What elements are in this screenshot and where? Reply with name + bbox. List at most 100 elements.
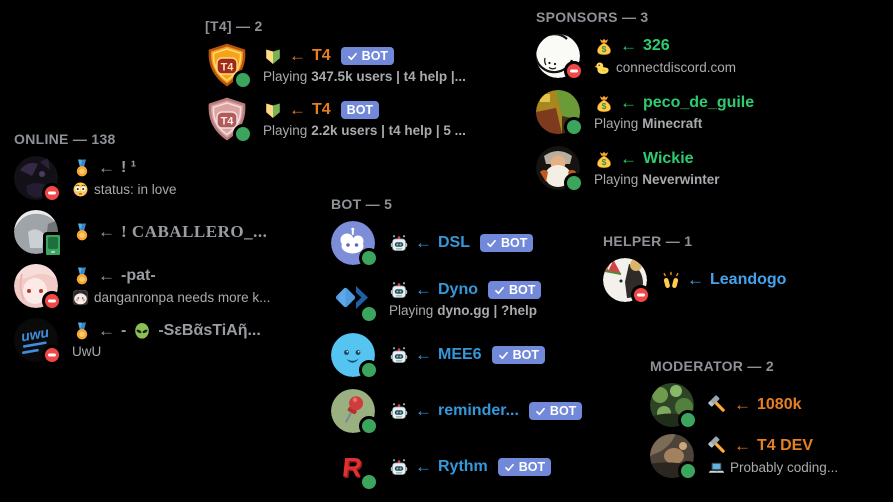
dyno-diamond-avatar	[331, 277, 375, 321]
avatar	[14, 264, 62, 311]
robot-role-icon	[389, 280, 409, 300]
avatar	[536, 34, 584, 81]
money-bag-role-icon: $	[594, 36, 614, 56]
section-helper: HELPER — 1 ← Leandogo	[603, 233, 786, 312]
member-name: T4 DEV	[757, 437, 814, 454]
member-row-326[interactable]: $ ← 326 connectdiscord.com	[536, 34, 754, 81]
member-row-dyno[interactable]: ← Dyno BOT Playing dyno.gg | ?help	[331, 277, 582, 324]
member-row-caballero[interactable]: ← ! CABALLERO_...	[14, 210, 270, 258]
bot-badge: BOT	[491, 346, 545, 364]
member-row-sebastian[interactable]: uwu ← - -SεBᾶsTiAῆ... UwU	[14, 318, 270, 365]
member-name: T4	[312, 101, 331, 118]
arrow: ←	[415, 280, 432, 299]
avatar	[331, 389, 379, 436]
member-status: Playing 347.5k users | t4 help |...	[263, 69, 466, 84]
svg-text:$: $	[602, 157, 607, 167]
member-row-t4-main[interactable]: T4 ← T4 BOT Playing 347.5k users | t4 he…	[205, 43, 466, 90]
mobile-online-indicator	[43, 232, 63, 258]
online-status-indicator	[359, 416, 379, 436]
bot-badge: BOT	[528, 402, 583, 420]
member-row-mee6[interactable]: ← MEE6 BOT	[331, 333, 582, 380]
member-name-row: ← ! CABALLERO_...	[72, 222, 267, 242]
avatar	[331, 277, 379, 324]
avatar	[331, 221, 379, 268]
member-row-pat[interactable]: ← -pat- danganronpa needs more k...	[14, 264, 270, 311]
check-icon	[486, 238, 497, 249]
member-info: ← Rythm BOT	[389, 445, 552, 489]
svg-text:T4: T4	[221, 62, 235, 74]
member-info: ← -pat- danganronpa needs more k...	[72, 264, 270, 308]
svg-text:T4: T4	[221, 116, 235, 128]
bot-badge-label: BOT	[501, 236, 528, 250]
avatar	[14, 156, 62, 203]
section-header-t4: [T4] — 2	[205, 18, 263, 34]
member-row-reminder[interactable]: ← reminder... BOT	[331, 389, 583, 436]
member-row-leandogo[interactable]: ← Leandogo	[603, 258, 786, 305]
section-bot: BOT — 5 ← DSL BOT	[331, 196, 583, 501]
avatar	[650, 383, 698, 430]
avatar	[536, 90, 584, 137]
activity-prefix: Playing	[263, 123, 308, 138]
member-info: ← Dyno BOT Playing dyno.gg | ?help	[389, 277, 542, 321]
activity-detail: dyno.gg | ?help	[437, 303, 538, 318]
member-name: Leandogo	[710, 271, 787, 288]
hammer-role-icon	[708, 395, 728, 415]
member-name-row: ← -pat-	[72, 266, 270, 286]
dnd-status-indicator	[631, 285, 651, 305]
activity-prefix: Playing	[594, 172, 639, 187]
member-name: Rythm	[438, 458, 488, 475]
svg-text:$: $	[602, 44, 607, 54]
member-info: ← reminder... BOT	[389, 389, 583, 433]
member-row-peco-de-guile[interactable]: $ ← peco_de_guile Playing Minecraft	[536, 90, 754, 137]
member-info: ← MEE6 BOT	[389, 333, 545, 377]
check-icon	[498, 350, 509, 361]
member-row-t4-dev[interactable]: ← T4 DEV Probably coding...	[650, 434, 838, 481]
bot-badge-label: BOT	[361, 49, 389, 63]
robot-role-icon	[389, 401, 409, 421]
activity-detail: Minecraft	[642, 116, 703, 131]
money-bag-role-icon: $	[594, 93, 614, 113]
member-status: Probably coding...	[708, 459, 838, 476]
online-status-indicator	[564, 173, 584, 193]
member-name-row: $ ← peco_de_guile	[594, 93, 754, 113]
member-name-row: $ ← 326	[594, 36, 736, 56]
arrow: ←	[415, 457, 432, 476]
dnd-status-indicator	[42, 183, 62, 203]
member-name-row: ← Leandogo	[661, 270, 786, 290]
online-status-indicator	[359, 360, 379, 380]
member-row-wickie[interactable]: $ ← Wickie Playing Neverwinter	[536, 146, 754, 193]
gold-medal-role-icon	[72, 266, 92, 286]
dsl-cloud-bot-avatar	[331, 221, 375, 265]
member-name-row: ← T4 DEV	[708, 436, 838, 456]
custom-status-text: danganronpa needs more k...	[94, 290, 271, 305]
bot-badge: BOT	[340, 47, 395, 65]
avatar: T4	[205, 43, 253, 90]
check-icon	[504, 462, 515, 473]
gold-medal-role-icon	[72, 321, 92, 341]
arrow: ←	[687, 270, 704, 289]
avatar	[536, 146, 584, 193]
member-name-row: ← - -SεBᾶsTiAῆ...	[72, 321, 261, 341]
dnd-status-indicator	[42, 291, 62, 311]
online-status-indicator	[678, 461, 698, 481]
member-row-exclaim[interactable]: ← ! ¹ status: in love	[14, 156, 270, 203]
member-info: ← ! ¹ status: in love	[72, 156, 177, 200]
member-info: ← ! CABALLERO_...	[72, 210, 267, 254]
arrow: ←	[620, 149, 637, 168]
member-status: Playing 2.2k users | t4 help | 5 ...	[263, 123, 466, 138]
activity-detail: Neverwinter	[642, 172, 720, 187]
custom-status-text: Probably coding...	[730, 460, 839, 475]
member-row-dsl[interactable]: ← DSL BOT	[331, 221, 582, 268]
member-name-row: ← ! ¹	[72, 158, 177, 178]
member-name-row: ← MEE6 BOT	[389, 345, 545, 365]
custom-status-text: connectdiscord.com	[616, 60, 737, 75]
arrow: ←	[620, 36, 637, 55]
member-row-1080k[interactable]: ← 1080k	[650, 383, 838, 430]
member-name-row: ← Dyno BOT	[389, 280, 542, 300]
avatar: T4	[205, 97, 253, 144]
member-row-t4-beta[interactable]: T4 ← T4 BOT Playing 2.2k users | t4 help…	[205, 97, 466, 144]
money-bag-role-icon: $	[594, 149, 614, 169]
gold-medal-role-icon	[72, 222, 92, 242]
